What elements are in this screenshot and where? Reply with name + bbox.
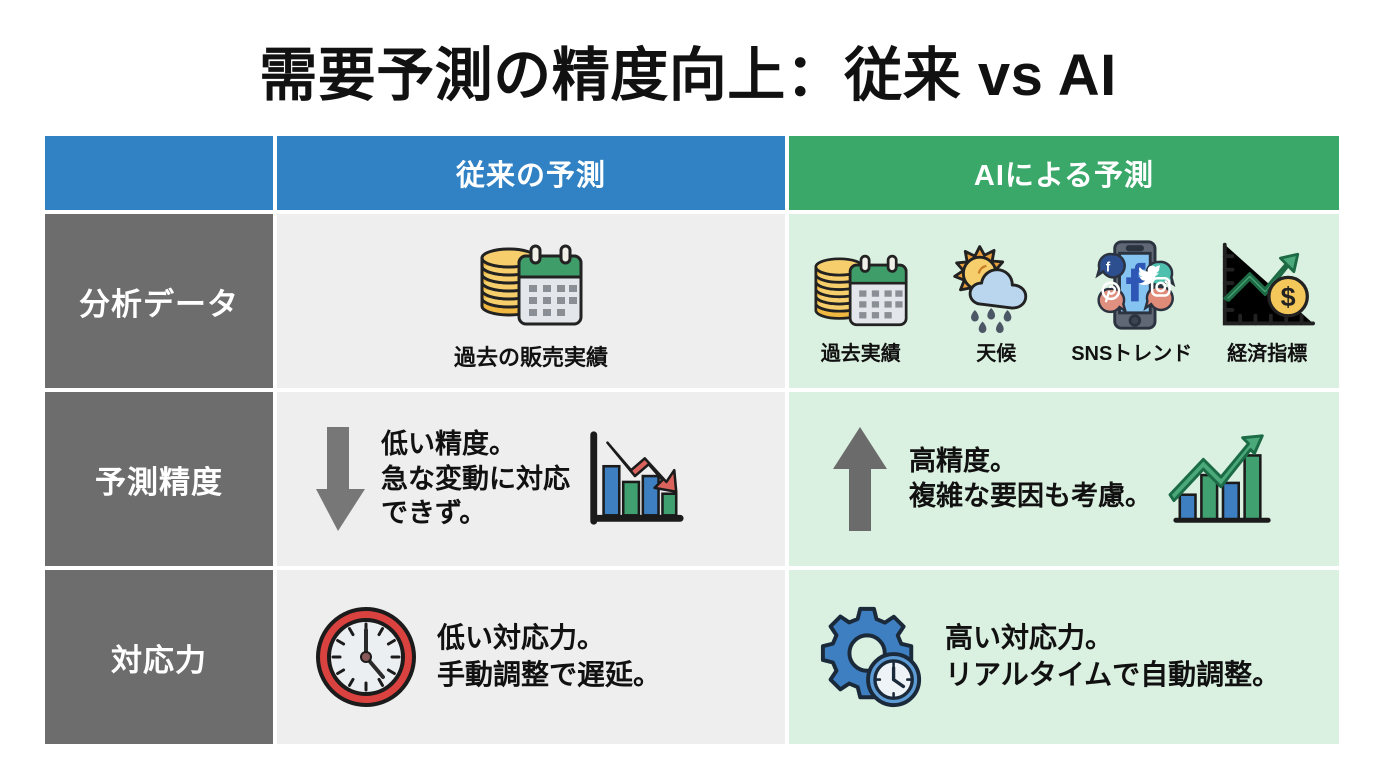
- table-header-corner: [45, 136, 273, 210]
- cell-traditional-forecast-accuracy: 低い精度。 急な変動に対応 できず。: [277, 392, 785, 566]
- cell-ai-analysis-data: 過去実績: [789, 214, 1339, 388]
- ai-accuracy-text: 高精度。 複雑な要因も考慮。: [909, 444, 1152, 513]
- ai-data-item-sns-trend: f SNSト: [1070, 237, 1194, 366]
- row-label-forecast-accuracy: 予測精度: [45, 392, 273, 566]
- sun-cloud-rain-icon: [942, 237, 1050, 333]
- row-label-text: 予測精度: [95, 464, 223, 500]
- caption-economic-index: 経済指標: [1227, 342, 1308, 365]
- red-clock-icon: [313, 604, 419, 710]
- caption-past-record: 過去実績: [820, 342, 901, 365]
- arrow-up-icon: [827, 423, 893, 535]
- traditional-responsiveness-text: 低い対応力。 手動調整で遅延。: [437, 620, 661, 694]
- smartphone-social-icon: f: [1076, 237, 1188, 333]
- header-label-ai: AIによる予測: [973, 160, 1155, 192]
- rising-bar-chart-icon: [1168, 423, 1278, 535]
- text-line: 低い精度。: [381, 429, 516, 460]
- text-line: リアルタイムで自動調整。: [945, 659, 1281, 690]
- text-line: 手動調整で遅延。: [437, 659, 662, 690]
- page-title: 需要予測の精度向上：従来 vs AI: [259, 43, 1117, 108]
- row-label-text: 分析データ: [79, 286, 239, 322]
- arrow-down-icon: [305, 423, 371, 535]
- text-line: 高精度。: [909, 446, 1017, 477]
- row-label-text: 対応力: [111, 642, 207, 678]
- header-label-traditional: 従来の予測: [455, 160, 606, 192]
- row-label-responsiveness: 対応力: [45, 570, 273, 744]
- cell-traditional-responsiveness: 低い対応力。 手動調整で遅延。: [277, 570, 785, 744]
- caption-past-sales: 過去の販売実績: [453, 345, 608, 370]
- comparison-table: 従来の予測 AIによる予測 分析データ: [45, 136, 1339, 744]
- text-line: 複雑な要因も考慮。: [909, 481, 1152, 511]
- text-line: 低い対応力。: [437, 622, 606, 654]
- ai-data-item-weather: 天候: [935, 237, 1059, 366]
- declining-bar-chart-icon: [580, 425, 688, 533]
- text-line: できず。: [381, 498, 487, 529]
- ai-responsiveness-text: 高い対応力。 リアルタイムで自動調整。: [945, 620, 1280, 694]
- row-label-analysis-data: 分析データ: [45, 214, 273, 388]
- cell-ai-forecast-accuracy: 高精度。 複雑な要因も考慮。: [789, 392, 1339, 566]
- text-line: 高い対応力。: [945, 622, 1114, 654]
- svg-text:$: $: [1281, 282, 1296, 312]
- traditional-accuracy-text: 低い精度。 急な変動に対応 できず。: [381, 427, 570, 531]
- ai-data-item-economic-index: $ 経済指標: [1206, 237, 1330, 366]
- caption-weather: 天候: [976, 342, 1017, 365]
- cell-traditional-analysis-data: 過去の販売実績: [277, 214, 785, 388]
- cell-ai-responsiveness: 高い対応力。 リアルタイムで自動調整。: [789, 570, 1339, 744]
- table-header-traditional: 従来の予測: [277, 136, 785, 210]
- gear-clock-icon: [817, 603, 927, 711]
- caption-sns-trend: SNSトレンド: [1071, 342, 1193, 365]
- svg-text:f: f: [1106, 259, 1111, 274]
- text-line: 急な変動に対応: [381, 463, 570, 494]
- coins-calendar-icon: [469, 230, 593, 334]
- chart-dollar-icon: $: [1211, 237, 1323, 333]
- ai-data-item-past-record: 過去実績: [799, 237, 923, 366]
- table-header-ai: AIによる予測: [789, 136, 1339, 210]
- coins-calendar-icon: [805, 237, 917, 333]
